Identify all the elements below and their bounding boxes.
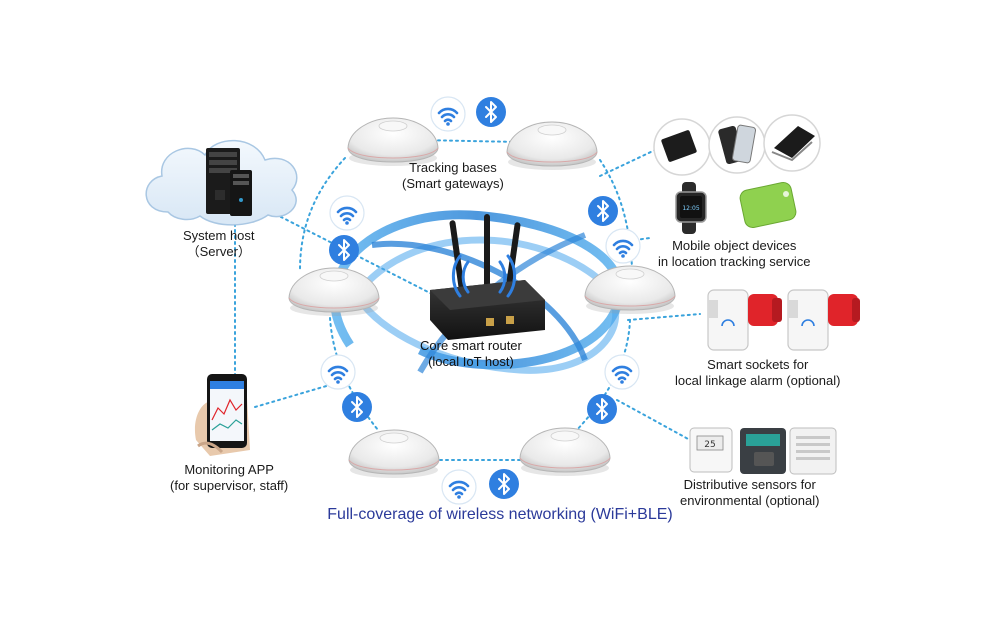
gateway-icon [347,117,439,167]
sensor-icon: 25 [689,427,837,475]
wifi-icon [328,194,366,232]
mobile-devices-line1: Mobile object devices [672,238,797,253]
gateway-icon [506,121,598,171]
monitoring-app-line1: Monitoring APP [184,462,274,477]
tracking-bases-line1: Tracking bases [409,160,497,175]
socket-icon [707,289,860,351]
bluetooth-icon [587,195,619,227]
bluetooth-icon [488,468,520,500]
dotted-links [234,139,701,461]
wifi-icon [603,353,641,391]
core-router-line2: (local IoT host) [428,354,514,369]
gateway-icon [288,267,380,317]
sensors-label: Distributive sensors for environmental (… [680,477,819,509]
bluetooth-icon [341,391,373,423]
svg-text:25: 25 [704,440,715,450]
wifi-icon [604,227,642,265]
sensors-line2: environmental (optional) [680,493,820,508]
svg-text:12:05: 12:05 [682,205,699,212]
mobile-devices-icon: 12:05 [653,114,821,234]
mobile-devices-label: Mobile object devices in location tracki… [658,238,810,270]
wifi-icon [429,95,467,133]
wifi-icon [319,353,357,391]
router-icon [430,214,545,340]
gateway-icon [519,427,611,477]
system-host-label: System host （Server） [183,228,255,260]
sensors-line1: Distributive sensors for [683,477,816,492]
core-router-line1: Core smart router [420,338,522,353]
monitoring-app-line2: (for supervisor, staff) [170,478,289,493]
server-icon [206,148,252,216]
bluetooth-icon [328,234,360,266]
mobile-devices-line2: in location tracking service [658,254,811,269]
phone-icon [194,374,250,456]
wifi-icon [440,468,478,506]
diagram-caption: Full-coverage of wireless networking (Wi… [327,506,673,523]
tracking-bases-label: Tracking bases (Smart gateways) [402,160,504,192]
tracking-bases-line2: (Smart gateways) [402,176,504,191]
system-host-line1: System host [183,228,255,243]
smart-sockets-line1: Smart sockets for [707,357,809,372]
gateway-icon [348,429,440,479]
bluetooth-icon [475,96,507,128]
smart-sockets-line2: local linkage alarm (optional) [675,373,841,388]
gateway-icon [584,265,676,315]
core-router-label: Core smart router (local IoT host) [420,338,522,370]
smart-sockets-label: Smart sockets for local linkage alarm (o… [675,357,840,389]
monitoring-app-label: Monitoring APP (for supervisor, staff) [170,462,288,494]
bluetooth-icon [586,393,618,425]
system-host-line2: （Server） [186,244,251,259]
